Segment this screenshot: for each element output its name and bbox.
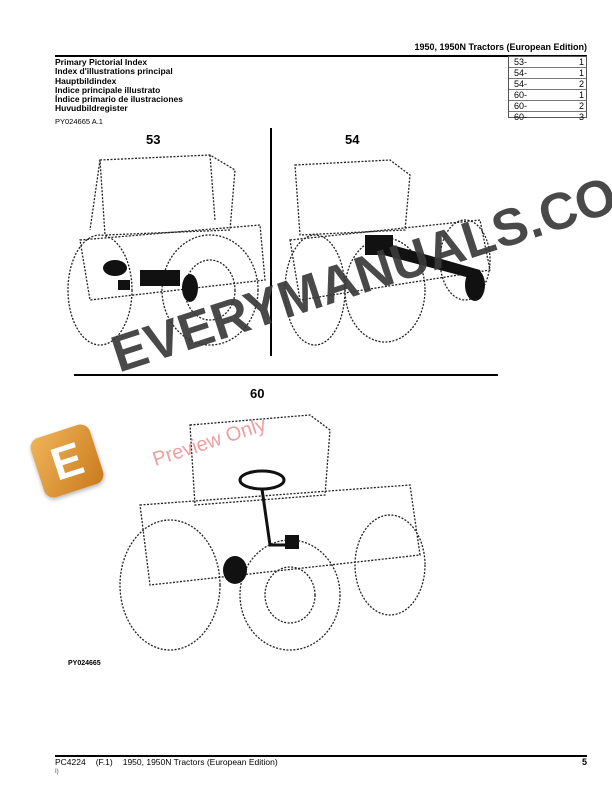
page: 3 (578, 112, 584, 122)
footer-title: 1950, 1950N Tractors (European Edition) (122, 757, 278, 767)
index-title: Primary Pictorial Index (55, 57, 148, 67)
document-title: 1950, 1950N Tractors (European Edition) (414, 42, 587, 52)
tractor-illustration-53 (67, 154, 266, 346)
index-titles: Primary Pictorial Index Index d'illustra… (55, 57, 184, 114)
page-ref-row[interactable]: 54- 2 (509, 79, 586, 90)
footer-code: PC4224 (55, 757, 86, 767)
figure-label-53[interactable]: 53 (146, 132, 161, 147)
page: 1 (578, 57, 584, 67)
page: 1 (578, 90, 584, 100)
page-ref-row[interactable]: 54- 1 (509, 68, 586, 79)
page-number: 5 (581, 757, 587, 767)
index-title: Index d'illustrations principal (55, 66, 173, 77)
index-title: Índice primario de ilustraciones (55, 94, 184, 105)
vertical-divider (270, 128, 272, 356)
section: 54- (514, 68, 528, 78)
page-reference-box: 53- 1 54- 1 54- 2 60- 1 60- 2 60- 3 (508, 56, 587, 122)
section: 60- (514, 90, 528, 100)
index-title: Hauptbildindex (55, 75, 117, 86)
index-title: Indice principale illustrato (55, 84, 161, 95)
page: 1 (578, 68, 584, 78)
horizontal-divider (74, 374, 498, 376)
section: 60- (514, 101, 528, 111)
footer-text: PC4224 (F.1) 1950, 1950N Tractors (Europea… (55, 757, 288, 767)
image-id: PY024665 (68, 660, 101, 667)
footer-sub: I) (55, 769, 59, 775)
header-rule (55, 55, 587, 57)
page-ref-row[interactable]: 60- 1 (509, 90, 586, 101)
section: 54- (514, 79, 528, 89)
figure-label-60[interactable]: 60 (250, 386, 265, 401)
section: 60- (514, 112, 528, 122)
tractor-illustration-60 (119, 414, 426, 651)
page: 2 (578, 79, 584, 89)
tractor-illustration-54 (284, 159, 491, 346)
footer-rule (55, 755, 587, 757)
page-ref-row[interactable]: 53- 1 (509, 57, 586, 68)
page: 2 (578, 101, 584, 111)
image-reference: PY024665 A.1 (55, 117, 103, 126)
section: 53- (514, 57, 528, 67)
page-ref-row[interactable]: 60- 2 (509, 101, 586, 112)
watermark-logo: E (27, 421, 107, 501)
page-ref-row[interactable]: 60- 3 (509, 112, 586, 122)
footer-revision: (F.1) (95, 757, 113, 767)
index-title: Huvudbildregister (55, 103, 128, 114)
figure-label-54[interactable]: 54 (345, 132, 360, 147)
